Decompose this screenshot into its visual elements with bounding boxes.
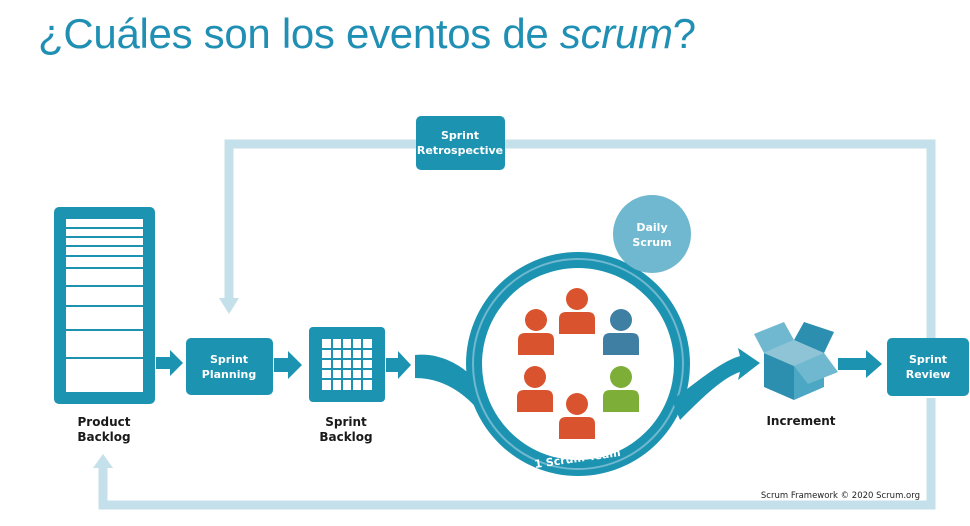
slide-title: ¿Cuáles son los eventos de scrum? [38, 10, 696, 58]
review-to-backlog-loop [98, 398, 936, 510]
sprint-review-label-1: Sprint [909, 353, 947, 366]
team-member-icon [559, 393, 595, 439]
title-suffix: ? [672, 10, 696, 57]
arrow-increment-to-review [838, 350, 882, 378]
feedback-loops [98, 139, 936, 510]
planning-arrowhead [219, 298, 239, 314]
team-member-icon [603, 309, 639, 355]
sprint-planning-box [186, 338, 273, 395]
team-member-icon [559, 288, 595, 334]
sprint-planning-label-1: Sprint [210, 353, 248, 366]
team-member-icon [603, 366, 639, 412]
retrospective-loop [505, 139, 936, 340]
sprint-cycle [466, 252, 690, 476]
daily-scrum-label-2: Scrum [632, 236, 671, 249]
sprint-review-label-2: Review [906, 368, 951, 381]
backlog-arrowhead [93, 454, 113, 468]
arrow-sprint-backlog-to-sprint [386, 351, 411, 379]
title-prefix: ¿Cuáles son los eventos de [38, 10, 560, 57]
sprint-review-box [887, 338, 969, 396]
product-backlog-label-1: Product [78, 415, 131, 429]
product-backlog-icon [54, 207, 155, 404]
daily-scrum-bubble [613, 195, 691, 273]
arrow-planning-to-sprint-backlog [274, 351, 302, 379]
sprint-backlog-label-1: Sprint [325, 415, 367, 429]
increment-box-icon [754, 322, 838, 400]
sprint-backlog-label-2: Backlog [319, 430, 372, 444]
sprint-retrospective-label-1: Sprint [441, 129, 479, 142]
copyright-text: Scrum Framework © 2020 Scrum.org [761, 491, 920, 501]
sprint-retrospective-label-2: Retrospective [417, 144, 503, 157]
team-member-icon [517, 366, 553, 412]
retrospective-to-planning-loop [224, 139, 416, 300]
increment-label: Increment [766, 414, 835, 428]
sprint-planning-label-2: Planning [202, 368, 256, 381]
scrum-team-members [517, 288, 639, 439]
sprint-exit-swoosh [672, 348, 760, 420]
sprint-retrospective-box [416, 116, 505, 170]
team-member-icon [518, 309, 554, 355]
title-italic: scrum [559, 10, 673, 57]
daily-scrum-label-1: Daily [636, 221, 667, 234]
arrow-backlog-to-planning [156, 350, 183, 376]
product-backlog-label-2: Backlog [77, 430, 130, 444]
sprint-backlog-icon [309, 327, 385, 402]
sprint-entry-swoosh [415, 354, 486, 412]
